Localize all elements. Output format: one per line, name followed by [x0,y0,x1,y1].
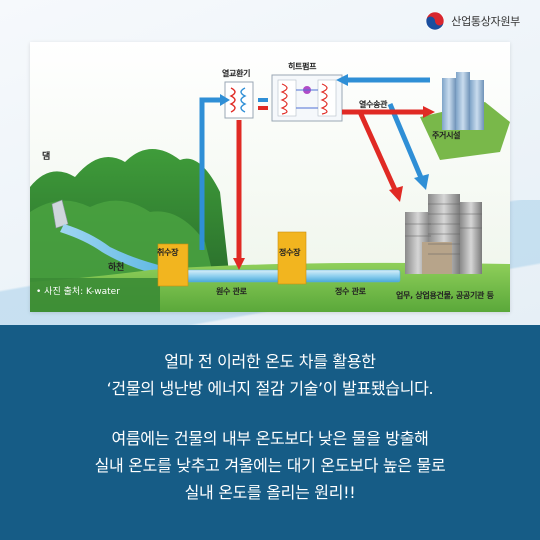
heat-pipe-label: 열수송관 [359,100,388,109]
cold-to-commercial-line [387,103,425,181]
evaporator-coil [280,83,288,115]
hot-to-commercial-arrowhead [389,186,403,202]
hot-supply-arrowhead [423,106,435,118]
commercial-building-4 [422,242,452,274]
water-treatment-plant [277,231,307,285]
heat-exchanger-label: 열교환기 [222,69,251,78]
heat-pump-evaporator [277,79,297,117]
cold-to-commercial-arrowhead [414,174,429,190]
river [60,224,190,282]
river-label: 하천 [108,263,124,273]
cold-supply-arrowhead [220,94,230,106]
text-panel [0,325,540,540]
principle-line-2: 실내 온도를 낮추고 겨울에는 대기 온도보다 높은 물로 [94,456,446,475]
residential-building-1 [442,78,456,130]
dam-structure [51,199,69,229]
taegeuk-icon [425,11,445,31]
clean-pipe-label: 정수 관로 [335,287,366,296]
dam-label: 댐 [42,152,50,162]
intake-label: 취수장 [157,248,179,257]
residential-building-3 [470,80,484,130]
heat-pump-label: 히트펌프 [288,62,317,71]
hot-return-arrowhead [233,258,245,270]
building-windows [405,203,482,255]
intro-line-1: 얼마 전 이러한 온도 차를 활용한 [164,352,376,371]
photo-credit: • 사진 출처: K-water [36,287,120,297]
ministry-name: 산업통상자원부 [451,15,520,28]
raw-pipe-label: 원수 관로 [216,287,247,296]
heat-exchange-diagram: 댐 하천 취수장 정수장 원수 관로 정수 관로 열교환기 히트펌프 열수송관 … [30,42,510,312]
intro-line-2: ‘건물의 냉난방 에너지 절감 기술’이 발표됐습니다. [106,379,434,398]
residential-label: 주거시설 [432,131,461,140]
commercial-building-3 [460,202,482,274]
intake-station [157,243,189,287]
principle-paragraph: 여름에는 건물의 내부 온도보다 낮은 물을 방출해 실내 온도를 낮추고 겨울… [0,425,540,506]
ministry-logo: 산업통상자원부 [425,10,520,32]
condenser-coil [320,83,328,115]
hot-to-commercial-line [357,110,399,194]
residential-building-2 [456,72,470,130]
commercial-label: 업무, 상업용건물, 공공기관 등 [396,291,494,300]
heat-pump-condenser [317,79,337,117]
cold-return-arrowhead [336,74,348,86]
credit-strip [30,278,160,312]
intro-paragraph: 얼마 전 이러한 온도 차를 활용한 ‘건물의 냉난방 에너지 절감 기술’이 … [0,348,540,402]
diagram-illustration [30,42,510,312]
principle-line-3: 실내 온도를 올리는 원리!! [184,483,356,502]
heat-exchanger-coil-cold [240,87,247,113]
principle-line-1: 여름에는 건물의 내부 온도보다 낮은 물을 방출해 [111,429,429,448]
cold-supply-line [199,97,220,250]
water-plant-label: 정수장 [279,248,301,257]
heat-exchanger-coil-hot [229,87,236,113]
